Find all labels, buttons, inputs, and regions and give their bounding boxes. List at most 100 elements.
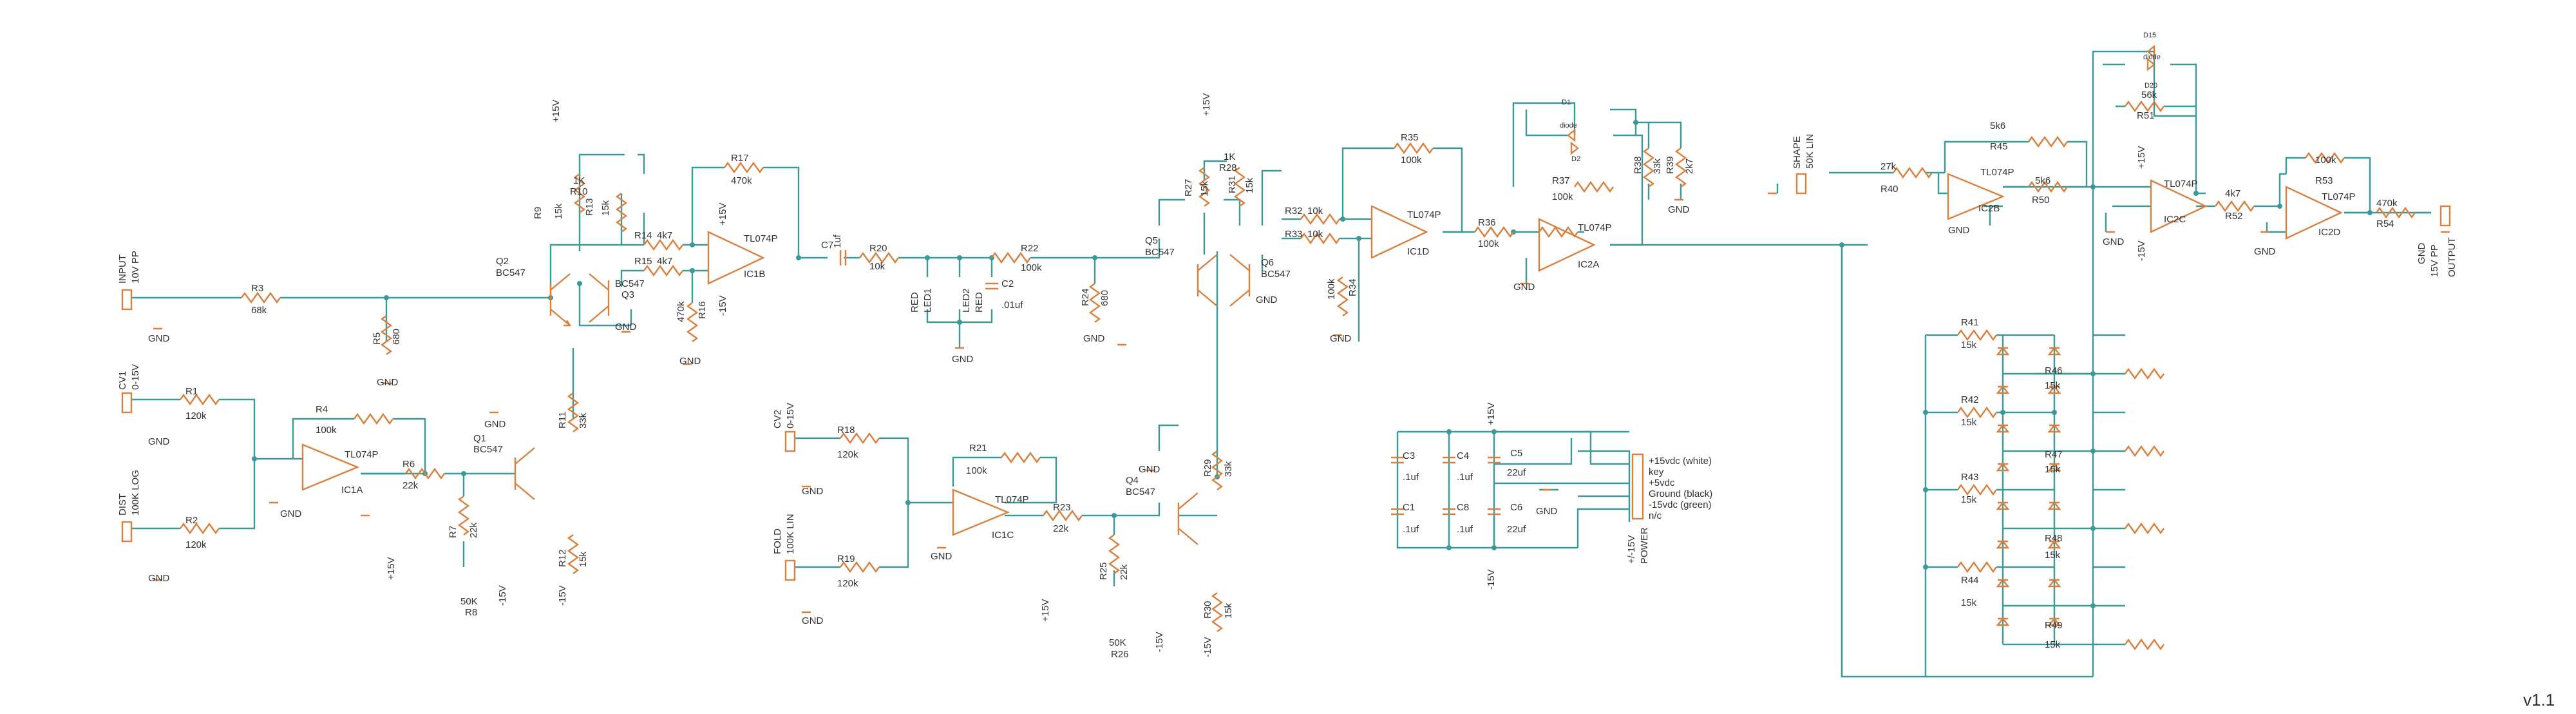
r15-label: R15 xyxy=(634,256,652,267)
q1-label: Q1 xyxy=(473,433,486,444)
p15-label: +15V xyxy=(1486,403,1497,425)
r37-value: 100k xyxy=(1552,191,1573,202)
r26-value: 50K xyxy=(1109,637,1126,648)
r42-label: R42 xyxy=(1961,394,1979,405)
r24-label: R24 xyxy=(1080,288,1091,306)
input-label: INPUT xyxy=(117,255,128,284)
q4-label: Q4 xyxy=(1126,475,1139,486)
fold-label: FOLD xyxy=(772,528,783,554)
r31-label: R31 xyxy=(1227,175,1238,193)
r10-label: R10 xyxy=(570,186,588,197)
m15-label: -15V xyxy=(497,585,508,606)
ic1a-type: TL074P xyxy=(345,449,379,460)
gnd-label: GND xyxy=(1668,204,1690,215)
gnd-label: GND xyxy=(484,419,506,430)
power-pin4: Ground (black) xyxy=(1649,488,1712,499)
c7-value: 1uf xyxy=(832,234,843,248)
c6-value: 22uf xyxy=(1507,524,1526,535)
capacitors xyxy=(839,250,1501,516)
led2-color: RED xyxy=(974,292,985,313)
r30-value: 15k xyxy=(1223,603,1234,619)
connectors xyxy=(121,173,2451,581)
cv1-range-label: 0-15V xyxy=(130,364,141,390)
r6-label: R6 xyxy=(402,459,415,470)
r6-value: 22k xyxy=(402,480,419,491)
r12-label: R12 xyxy=(557,549,568,567)
gnd-label: GND xyxy=(148,436,170,447)
r48-label: R48 xyxy=(2045,533,2063,544)
q6-label: Q6 xyxy=(1261,257,1274,268)
ic1b-type: TL074P xyxy=(744,233,778,244)
gnd-label: GND xyxy=(1330,333,1352,344)
r11-label: R11 xyxy=(557,412,568,429)
gnd-label: GND xyxy=(802,615,824,626)
gnd-label: GND xyxy=(148,333,170,344)
q6-type: BC547 xyxy=(1261,269,1291,280)
r52-label: R52 xyxy=(2225,211,2243,222)
r32-label: R32 xyxy=(1285,206,1303,217)
r40-label: R40 xyxy=(1880,184,1899,195)
m15-label: -15V xyxy=(1486,569,1497,590)
resistors xyxy=(180,100,2416,651)
r23-label: R23 xyxy=(1053,502,1071,513)
r38-label: R38 xyxy=(1633,156,1643,174)
r41-value: 15k xyxy=(1961,340,1977,351)
r17-label: R17 xyxy=(731,153,749,164)
r44-label: R44 xyxy=(1961,575,1979,586)
gnd-label: GND xyxy=(615,322,637,333)
r18-label: R18 xyxy=(837,425,855,436)
m15-label: -15V xyxy=(1202,637,1213,657)
r1-value: 120k xyxy=(185,410,207,421)
r2-label: R2 xyxy=(185,515,198,526)
d2-label: D2 xyxy=(1571,155,1580,163)
output-level-label: 15V PP xyxy=(2429,244,2440,277)
r9-label: R9 xyxy=(533,207,544,219)
r47-label: R47 xyxy=(2045,449,2063,460)
gnd-label: GND xyxy=(802,486,824,497)
r28-label: R28 xyxy=(1219,162,1237,173)
r21-label: R21 xyxy=(969,443,987,454)
gnd-label: GND xyxy=(280,508,302,519)
power-pin2: key xyxy=(1649,467,1664,478)
opamps xyxy=(301,173,2343,536)
power-pin3: +5vdc xyxy=(1649,478,1675,488)
r11-value: 33k xyxy=(578,412,589,429)
transistors xyxy=(514,254,1251,545)
r32-value: 10k xyxy=(1307,206,1323,217)
r50-value: 5k6 xyxy=(2035,175,2050,186)
ic1b-label: IC1B xyxy=(744,269,765,280)
r15-value: 4k7 xyxy=(657,256,672,267)
c4-label: C4 xyxy=(1457,450,1469,461)
c8-label: C8 xyxy=(1457,502,1469,513)
p15-label: +15V xyxy=(551,100,562,122)
d20-label: D20 xyxy=(2145,82,2157,90)
r10-value: 1K xyxy=(573,175,585,186)
r24-value: 680 xyxy=(1099,290,1110,306)
input-level-label: 10V PP xyxy=(130,251,141,284)
led2-label: LED2 xyxy=(961,288,972,313)
r25-value: 22k xyxy=(1119,564,1130,580)
r47-value: 15k xyxy=(2045,464,2061,475)
r18-value: 120k xyxy=(837,449,858,460)
ic1a-label: IC1A xyxy=(341,485,363,496)
r5-label: R5 xyxy=(372,333,383,345)
ic2a-label: IC2A xyxy=(1578,259,1599,270)
gnd-label: GND xyxy=(148,573,170,584)
q1-type: BC547 xyxy=(473,444,503,455)
r3-value: 68k xyxy=(251,305,267,316)
q4-type: BC547 xyxy=(1126,487,1155,497)
power-pin5: -15vdc (green) xyxy=(1649,499,1712,510)
r19-label: R19 xyxy=(837,554,855,564)
r54-value: 470k xyxy=(2376,198,2398,209)
r35-value: 100k xyxy=(1401,155,1422,166)
r20-value: 10k xyxy=(869,261,886,272)
r48-value: 15k xyxy=(2045,550,2061,561)
r35-label: R35 xyxy=(1401,132,1419,143)
r12-value: 15k xyxy=(578,551,589,567)
r20-label: R20 xyxy=(869,243,887,254)
version-label: v1.1 xyxy=(2523,690,2555,709)
ic2d-type: TL074P xyxy=(2322,191,2356,202)
gnd-label: GND xyxy=(1139,464,1160,475)
r53-value: 100k xyxy=(2315,155,2336,166)
gnd-label: GND xyxy=(1256,294,1278,305)
